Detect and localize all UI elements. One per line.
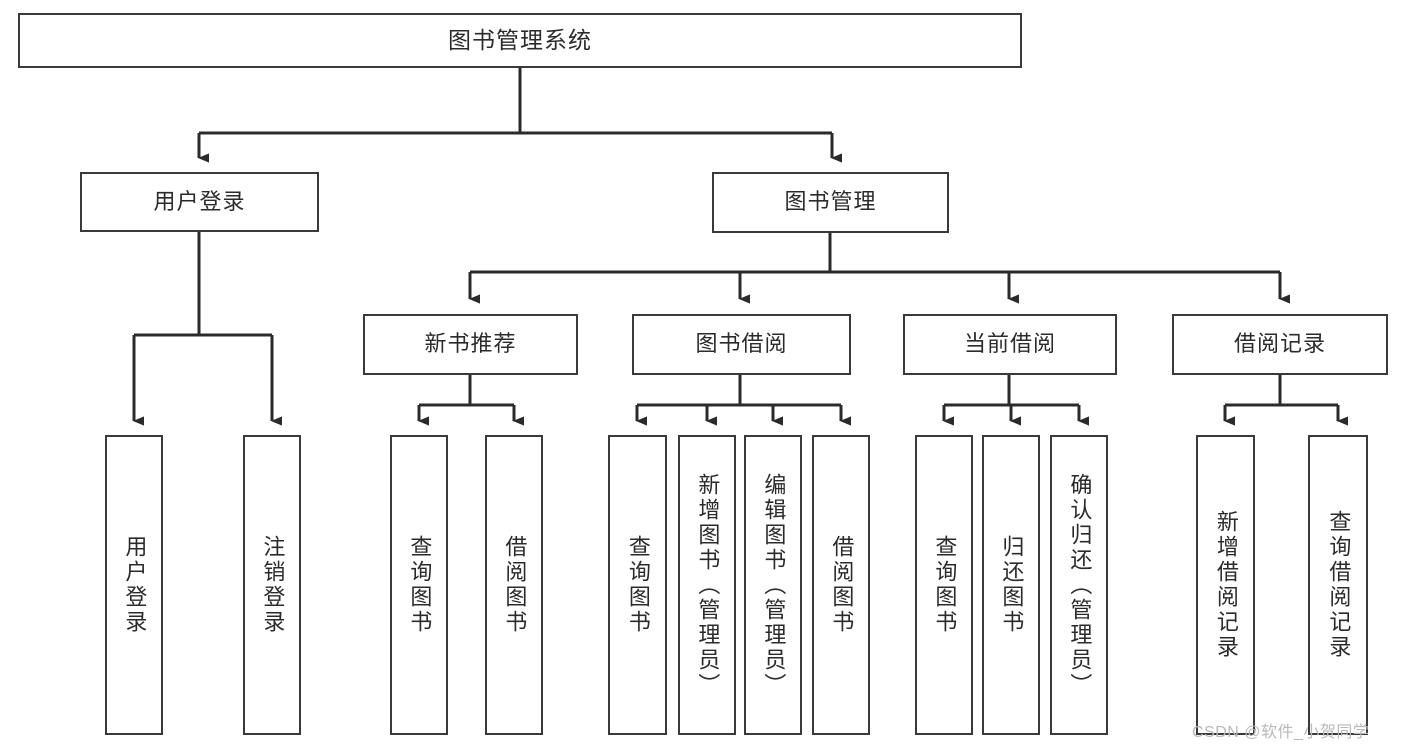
leaf-current-return-book[interactable]: 归还图书	[982, 435, 1040, 735]
node-borrow-records[interactable]: 借阅记录	[1172, 314, 1388, 375]
leaf-current-query-book[interactable]: 查询图书	[915, 435, 973, 735]
leaf-records-add-record[interactable]: 新增借阅记录	[1196, 435, 1255, 735]
leaf-borrow-edit-book-admin[interactable]: 编辑图书（管理员）	[744, 435, 802, 735]
leaf-recommend-borrow-book[interactable]: 借阅图书	[485, 435, 543, 735]
node-label: 图书借阅	[695, 331, 788, 357]
node-label: 新书推荐	[424, 331, 517, 357]
node-book-borrow[interactable]: 图书借阅	[632, 314, 851, 375]
leaf-borrow-borrow-book[interactable]: 借阅图书	[812, 435, 870, 735]
leaf-records-query-record[interactable]: 查询借阅记录	[1308, 435, 1368, 735]
leaf-label: 查询图书	[932, 535, 958, 635]
leaf-current-confirm-return-admin[interactable]: 确认归还（管理员）	[1050, 435, 1108, 735]
leaf-label: 借阅图书	[829, 535, 855, 635]
node-label: 用户登录	[153, 188, 246, 214]
node-label: 图书管理	[784, 189, 877, 215]
leaf-label: 查询借阅记录	[1326, 510, 1352, 660]
node-new-book-recommend[interactable]: 新书推荐	[363, 314, 578, 375]
leaf-label: 查询图书	[407, 535, 433, 635]
node-label: 图书管理系统	[448, 26, 592, 53]
leaf-label: 查询图书	[625, 535, 651, 635]
leaf-label: 新增借阅记录	[1213, 510, 1239, 660]
node-current-borrow[interactable]: 当前借阅	[903, 314, 1117, 375]
leaf-label: 确认归还（管理员）	[1067, 472, 1093, 698]
leaf-label: 编辑图书（管理员）	[761, 472, 787, 698]
leaf-label: 注销登录	[260, 535, 286, 635]
leaf-label: 用户登录	[122, 535, 148, 635]
node-label: 当前借阅	[963, 331, 1056, 357]
node-label: 借阅记录	[1233, 331, 1326, 357]
leaf-borrow-query-book[interactable]: 查询图书	[608, 435, 667, 735]
leaf-label: 借阅图书	[502, 535, 528, 635]
leaf-borrow-add-book-admin[interactable]: 新增图书（管理员）	[678, 435, 736, 735]
node-root-system[interactable]: 图书管理系统	[18, 13, 1022, 68]
leaf-label: 归还图书	[999, 535, 1025, 635]
leaf-recommend-query-book[interactable]: 查询图书	[390, 435, 448, 735]
node-book-management[interactable]: 图书管理	[712, 172, 949, 233]
leaf-user-login-login[interactable]: 用户登录	[105, 435, 163, 735]
leaf-label: 新增图书（管理员）	[695, 472, 721, 698]
watermark-text: CSDN @软件_小贺同学	[1192, 724, 1370, 741]
leaf-user-login-logout[interactable]: 注销登录	[243, 435, 301, 735]
node-user-login[interactable]: 用户登录	[80, 172, 319, 232]
